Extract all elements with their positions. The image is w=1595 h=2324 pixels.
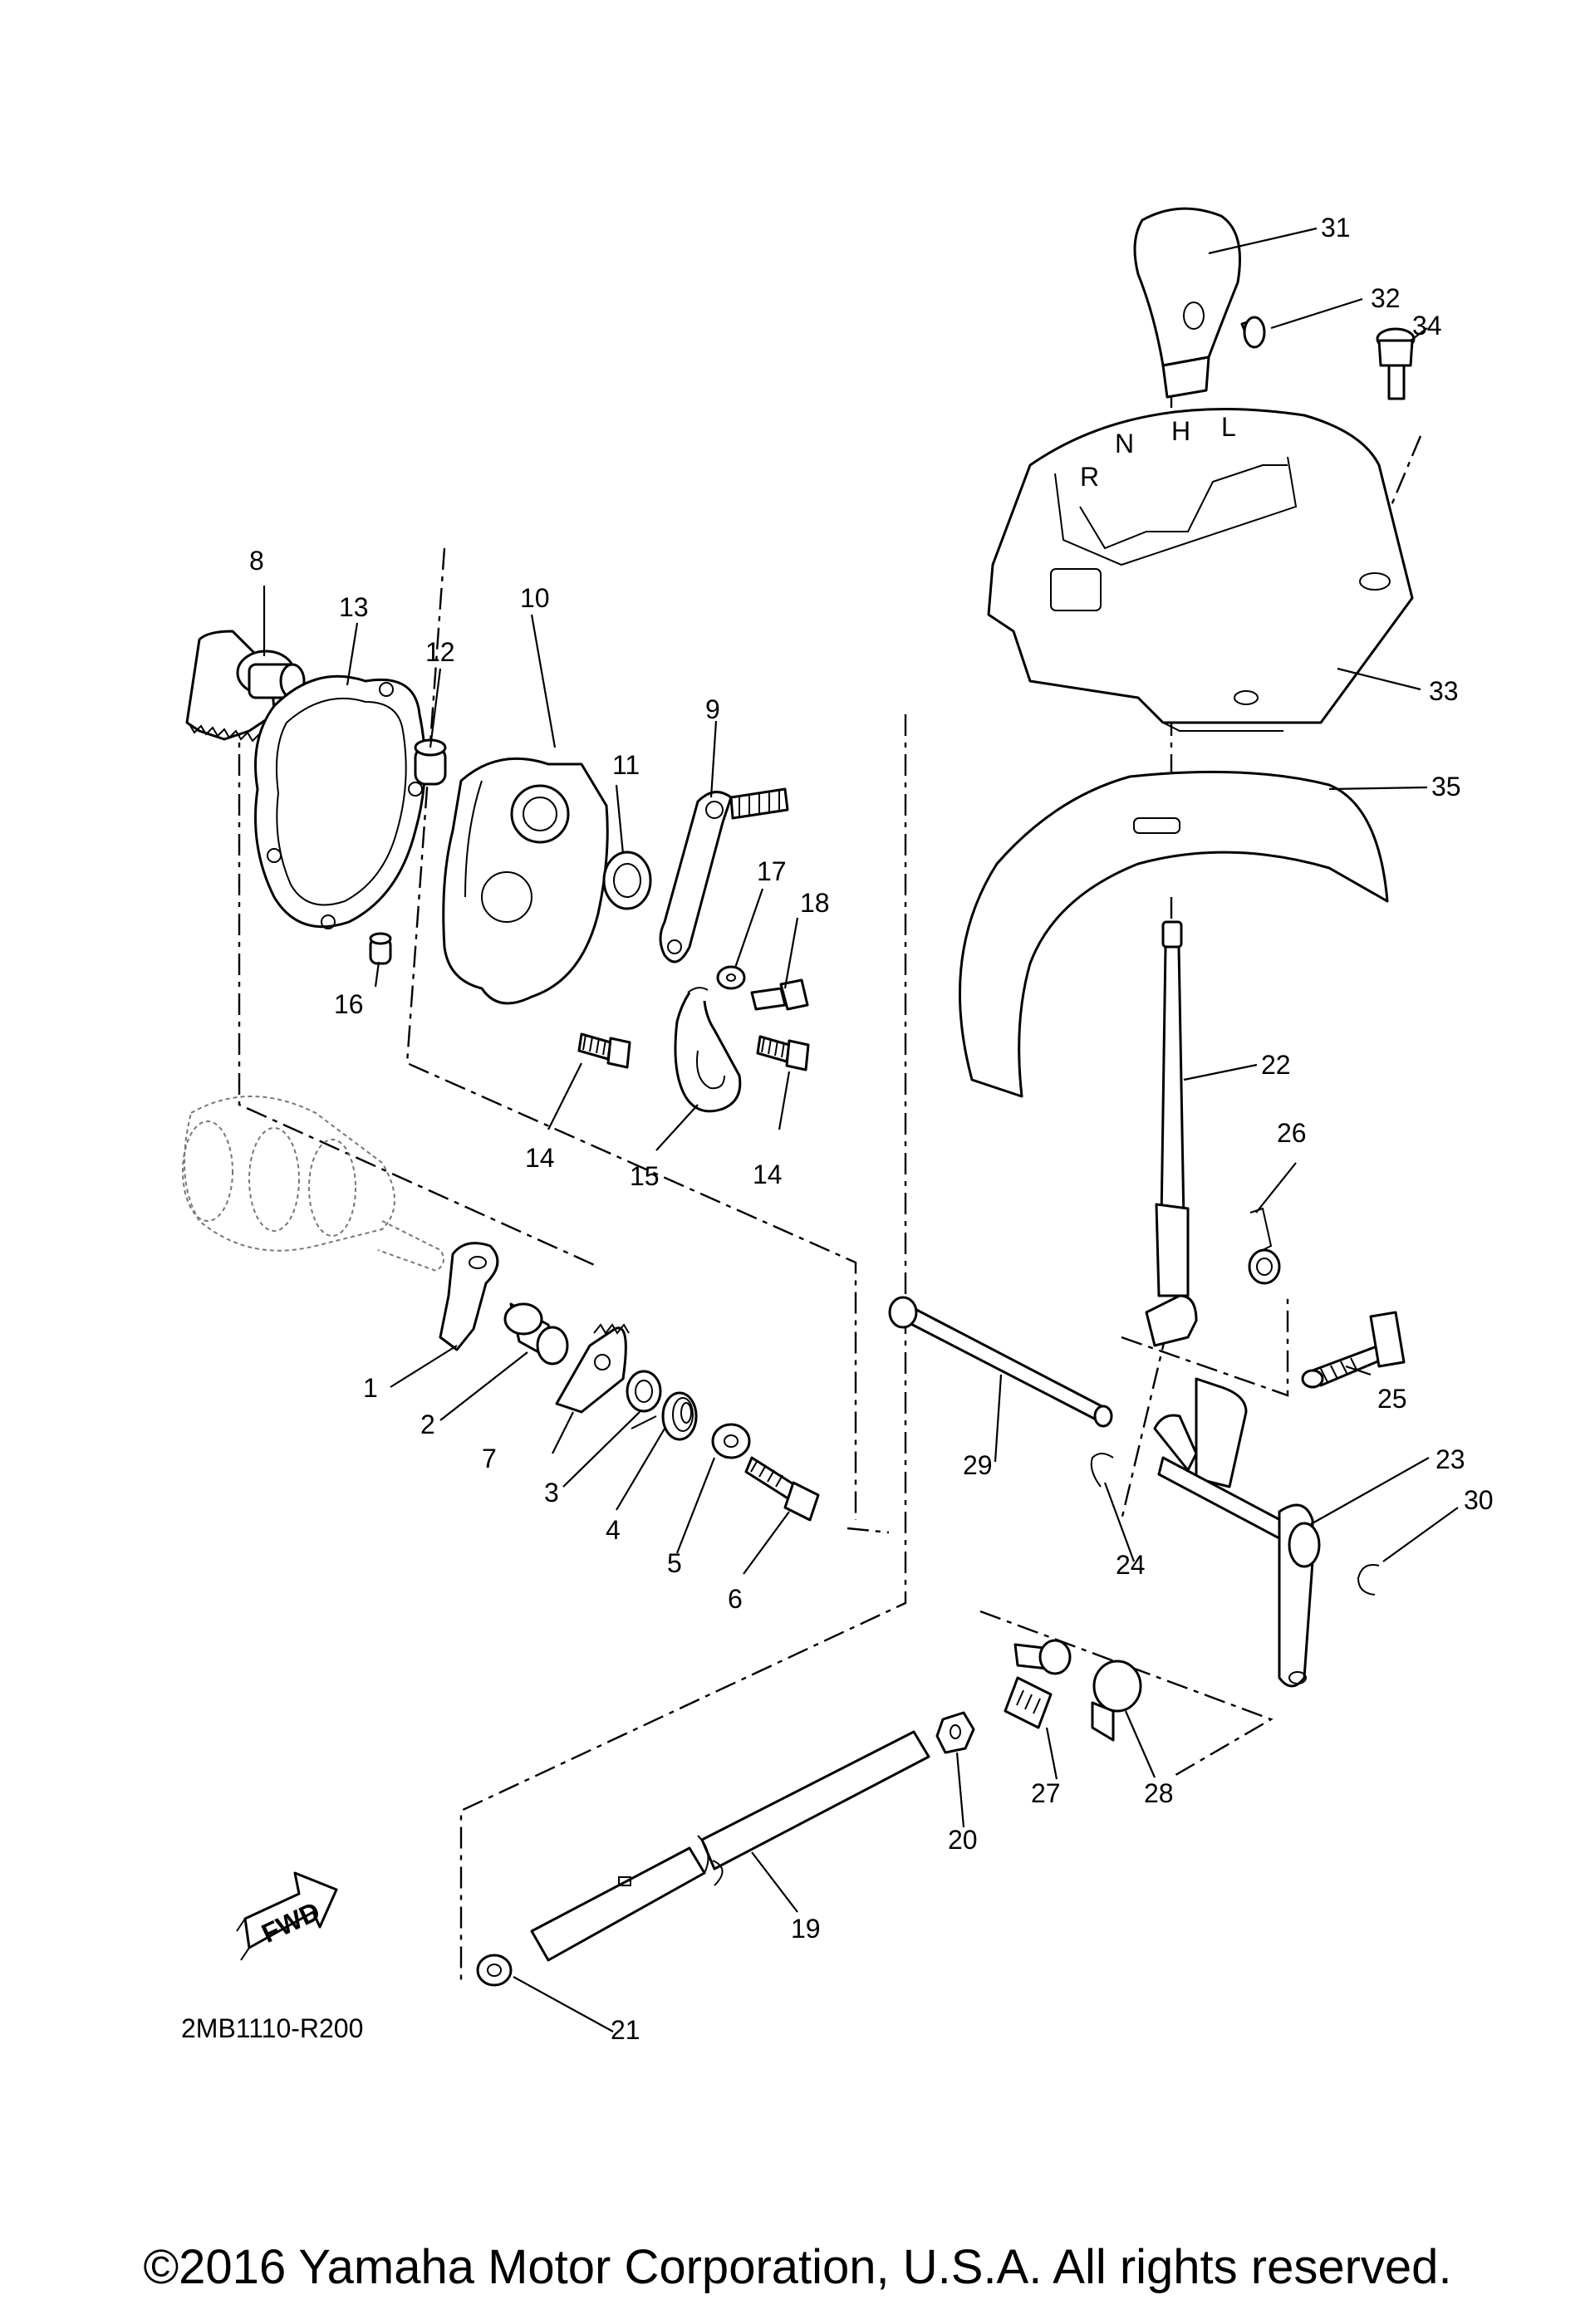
callout-35: 35	[1431, 772, 1461, 802]
gate-letter-n: N	[1115, 429, 1134, 458]
diagram-code: 2MB1110-R200	[181, 2013, 364, 2043]
boot-35	[958, 770, 1389, 1098]
callout-34: 34	[1412, 311, 1442, 341]
callout-10: 10	[520, 583, 550, 613]
shift-gate-cover-33: R N H L	[987, 408, 1414, 732]
gate-letter-l: L	[1221, 412, 1236, 442]
callout-27: 27	[1031, 1778, 1061, 1808]
bolt-14-left	[577, 1032, 631, 1069]
bolt-25	[1301, 1311, 1406, 1389]
callout-11: 11	[612, 750, 640, 780]
callout-3: 3	[544, 1478, 559, 1508]
nut-21	[476, 1954, 513, 1987]
leader-lines	[263, 227, 1459, 2032]
callout-9: 9	[705, 694, 720, 724]
callout-2: 2	[420, 1410, 435, 1439]
shaft-29	[888, 1296, 1113, 1428]
callout-30: 30	[1464, 1485, 1494, 1515]
fwd-arrow: FWD	[236, 1871, 338, 1961]
collar-2	[503, 1302, 569, 1365]
callout-24: 24	[1116, 1550, 1146, 1580]
shift-arm-9	[659, 787, 789, 963]
gate-letter-h: H	[1171, 416, 1190, 446]
washer-3	[626, 1370, 662, 1413]
spring-clip-15	[674, 987, 742, 1113]
callout-5: 5	[667, 1548, 682, 1578]
callout-13: 13	[339, 592, 369, 622]
callout-17: 17	[757, 856, 787, 886]
torsion-spring-4	[631, 1391, 698, 1441]
callout-6: 6	[728, 1584, 743, 1614]
copyright-notice: ©2016 Yamaha Motor Corporation, U.S.A. A…	[143, 2240, 1452, 2294]
circlip-24	[1090, 1453, 1114, 1488]
lever-arm-23	[1157, 1456, 1321, 1688]
gate-letter-r: R	[1080, 462, 1099, 492]
callout-1: 1	[363, 1373, 378, 1403]
callout-12: 12	[425, 637, 455, 667]
callout-14-left: 14	[525, 1143, 555, 1173]
gear-segment	[185, 630, 306, 743]
callout-7: 7	[482, 1444, 497, 1473]
stopper-plate-1	[439, 1242, 499, 1351]
dowel-pin-16	[369, 932, 392, 965]
bolt-18	[750, 978, 809, 1011]
screw-32	[1240, 316, 1266, 349]
ball-joint-27	[1004, 1639, 1072, 1729]
callout-28: 28	[1144, 1778, 1174, 1808]
callout-23: 23	[1436, 1444, 1465, 1474]
callout-19: 19	[791, 1914, 821, 1944]
callout-8: 8	[249, 546, 264, 576]
bolt-6	[744, 1456, 820, 1522]
callout-25: 25	[1377, 1384, 1407, 1414]
callout-labels: 1 2 3 4 5 6 7 8 9 10 11 12 13 14 14 15 1…	[249, 213, 1494, 2045]
washer-5	[711, 1423, 751, 1459]
rod-19	[530, 1730, 930, 1962]
shift-drum	[182, 1096, 444, 1272]
boot-28	[1091, 1660, 1142, 1742]
spring-26	[1248, 1207, 1281, 1285]
callout-4: 4	[606, 1515, 621, 1545]
shift-knob-31	[1133, 207, 1241, 399]
callout-32: 32	[1371, 283, 1401, 313]
callout-16: 16	[334, 989, 364, 1019]
circlip-30	[1357, 1564, 1380, 1596]
callout-31: 31	[1321, 213, 1351, 243]
nut-20	[935, 1711, 975, 1754]
gasket	[254, 674, 426, 929]
washer-17	[716, 965, 746, 990]
pivot-bracket	[1145, 1294, 1248, 1488]
callout-14-right: 14	[753, 1160, 783, 1189]
bolt-14-right	[756, 1035, 810, 1071]
callout-20: 20	[948, 1825, 978, 1855]
callout-22: 22	[1261, 1050, 1291, 1080]
callout-26: 26	[1277, 1118, 1307, 1148]
segment-gear-7	[555, 1323, 630, 1414]
shift-cover	[442, 757, 609, 1005]
callout-29: 29	[963, 1450, 993, 1480]
bolt-34	[1376, 327, 1416, 400]
callout-18: 18	[800, 888, 830, 918]
callout-33: 33	[1429, 676, 1459, 706]
callout-21: 21	[611, 2015, 640, 2045]
oil-seal-11	[602, 851, 652, 910]
callout-15: 15	[630, 1161, 660, 1191]
shift-lever-22	[1155, 920, 1190, 1297]
